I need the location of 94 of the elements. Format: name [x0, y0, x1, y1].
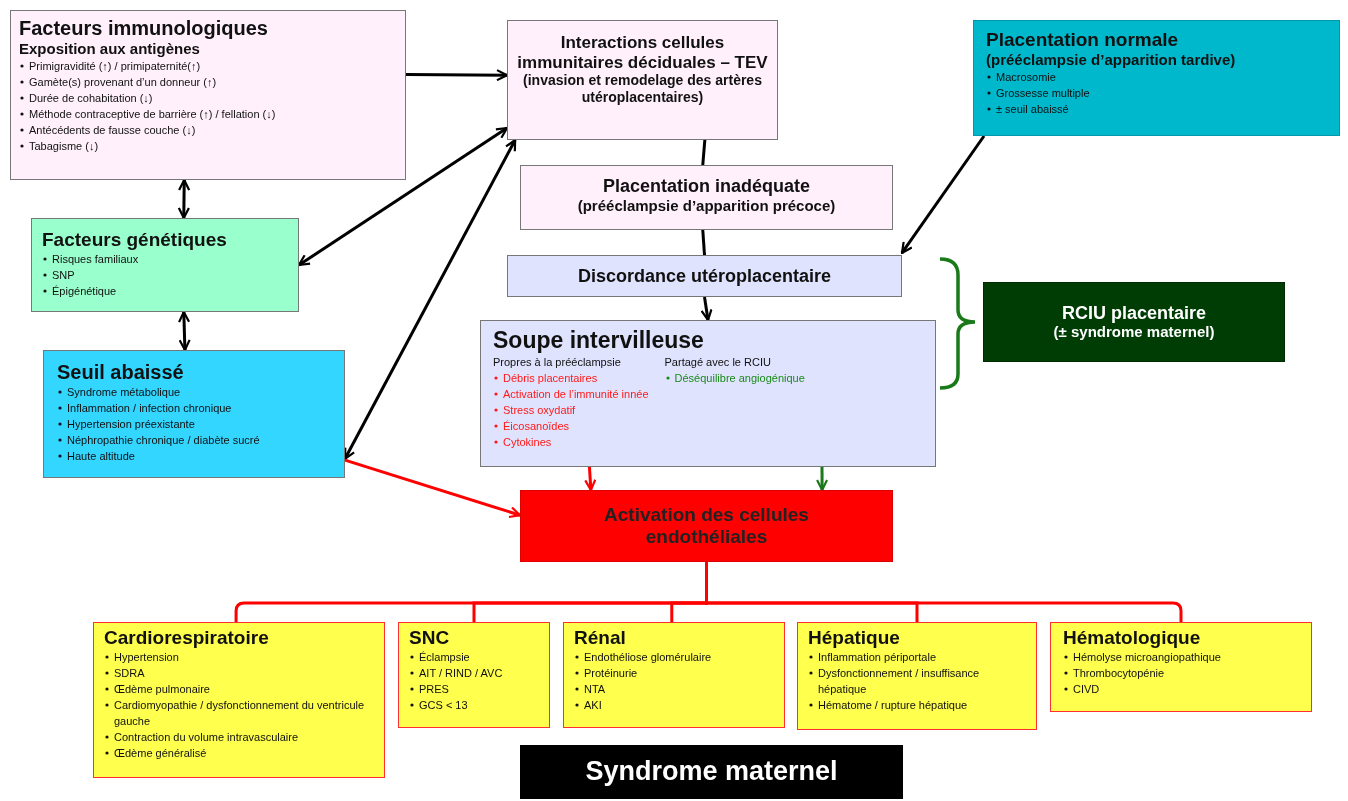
- list-item: Œdème généralisé: [104, 744, 374, 761]
- node-title: Interactions cellules immunitaires déciduales – TEV: [516, 33, 769, 73]
- list-item: Œdème pulmonaire: [104, 680, 374, 697]
- connector-line: [701, 139, 707, 166]
- subtitle: (± syndrome maternel): [1053, 323, 1215, 342]
- node-title: Activation des cellules endothéliales: [603, 504, 810, 548]
- list-item: AKI: [574, 696, 774, 713]
- organ-box: [93, 622, 385, 778]
- organ-box: [563, 622, 785, 728]
- node-title: Rénal: [574, 627, 627, 649]
- factor-box: [10, 10, 406, 180]
- list-item: Primigravidité (↑) / primipaternité(↑): [19, 58, 397, 74]
- node-title: Syndrome maternel: [585, 756, 838, 788]
- arrow: [584, 466, 597, 492]
- list-item: Dysfonctionnement / insuffisance hépatique: [808, 664, 1026, 697]
- list-item: SDRA: [104, 664, 374, 681]
- list-item: Haute altitude: [57, 448, 331, 464]
- arrow: [700, 296, 713, 322]
- node-title: Hépatique: [808, 627, 901, 649]
- organ-box: [797, 622, 1037, 730]
- list-item: Antécédents de fausse couche (↓): [19, 122, 397, 138]
- subtitle: (prééclampsie d’apparition précoce): [577, 196, 836, 215]
- list-item: Stress oxydatif: [493, 402, 649, 419]
- arrow: [177, 178, 191, 220]
- list-item: PRES: [409, 680, 539, 697]
- node-title: Seuil abaissé: [57, 361, 185, 384]
- list-item: Hypertension: [104, 648, 374, 665]
- list-item: Cytokines: [493, 434, 649, 451]
- list-item: NTA: [574, 680, 774, 697]
- node-title: Facteurs génétiques: [42, 229, 228, 251]
- list-item: Débris placentaires: [493, 370, 649, 387]
- connector-line: [701, 229, 706, 256]
- list-item: Activation de l’immunité innée: [493, 386, 649, 403]
- list-item: AIT / RIND / AVC: [409, 664, 539, 681]
- list-item: Gamète(s) provenant d’un donneur (↑): [19, 74, 397, 90]
- node-title: Placentation normale: [986, 29, 1180, 51]
- list-item: Néphropathie chronique / diabète sucré: [57, 432, 331, 448]
- outcome-box: [983, 282, 1285, 362]
- node-title: Discordance utéroplacentaire: [577, 265, 832, 287]
- list-item: Thrombocytopénie: [1063, 664, 1299, 681]
- list-item: Déséquilibre angiogénique: [664, 370, 805, 387]
- list-item: Éicosanoïdes: [493, 418, 649, 435]
- node-title: Placentation inadéquate: [602, 176, 810, 197]
- process-box: [520, 165, 893, 230]
- list-item: Macrosomie: [986, 68, 1327, 85]
- list-item: Tabagisme (↓): [19, 138, 397, 154]
- list-item: Hémolyse microangiopathique: [1063, 648, 1299, 665]
- organ-box: [398, 622, 550, 728]
- list-item: Risques familiaux: [42, 250, 288, 267]
- list-item: Éclampsie: [409, 648, 539, 665]
- arrow: [406, 69, 509, 82]
- process-box: [480, 320, 936, 467]
- factor-box: [43, 350, 345, 478]
- list-item: Durée de cohabitation (↓): [19, 90, 397, 106]
- factor-box: [31, 218, 299, 312]
- process-box: [520, 490, 893, 562]
- arrow: [900, 135, 986, 254]
- list-item: ± seuil abaissé: [986, 100, 1327, 117]
- arrow: [815, 467, 829, 492]
- list-item: Inflammation / infection chronique: [57, 400, 331, 416]
- column-heading: Propres à la prééclampsie: [493, 355, 622, 371]
- factor-box: [973, 20, 1340, 136]
- list-item: CIVD: [1063, 680, 1299, 697]
- list-item: SNP: [42, 266, 288, 283]
- arrow: [344, 458, 522, 519]
- banner-box: [520, 745, 903, 799]
- list-item: Syndrome métabolique: [57, 384, 331, 400]
- node-title: Facteurs immunologiques: [19, 17, 269, 40]
- process-box: [507, 255, 902, 297]
- list-item: Protéinurie: [574, 664, 774, 681]
- node-title: Hématologique: [1063, 627, 1202, 649]
- list-item: Méthode contraceptive de barrière (↑) / fellation (↓): [19, 106, 397, 122]
- subtitle: (prééclampsie d’apparition tardive): [986, 50, 1237, 69]
- organ-box: [1050, 622, 1312, 712]
- list-item: Épigénétique: [42, 282, 288, 299]
- list-item: Contraction du volume intravasculaire: [104, 728, 374, 745]
- node-title: Soupe intervilleuse: [493, 327, 705, 354]
- column-heading: Partagé avec le RCIU: [664, 355, 772, 371]
- list-item: Hématome / rupture hépatique: [808, 696, 1026, 713]
- process-box: [507, 20, 778, 140]
- node-title: SNC: [409, 627, 451, 649]
- node-title: RCIU placentaire: [1061, 302, 1206, 324]
- list-item: Hypertension préexistante: [57, 416, 331, 432]
- list-item: GCS < 13: [409, 696, 539, 713]
- subtitle: Exposition aux antigènes: [19, 40, 201, 58]
- list-item: Cardiomyopathie / dysfonctionnement du ventricule gauche: [104, 696, 374, 729]
- arrow: [343, 138, 517, 460]
- node-title: Cardiorespiratoire: [104, 627, 270, 649]
- arrow: [297, 126, 509, 267]
- list-item: Inflammation périportale: [808, 648, 1026, 665]
- arrow: [177, 310, 191, 352]
- list-item: Grossesse multiple: [986, 84, 1327, 101]
- subtitle: (invasion et remodelage des artères utéroplacentaires): [522, 72, 763, 106]
- list-item: Endothéliose glomérulaire: [574, 648, 774, 665]
